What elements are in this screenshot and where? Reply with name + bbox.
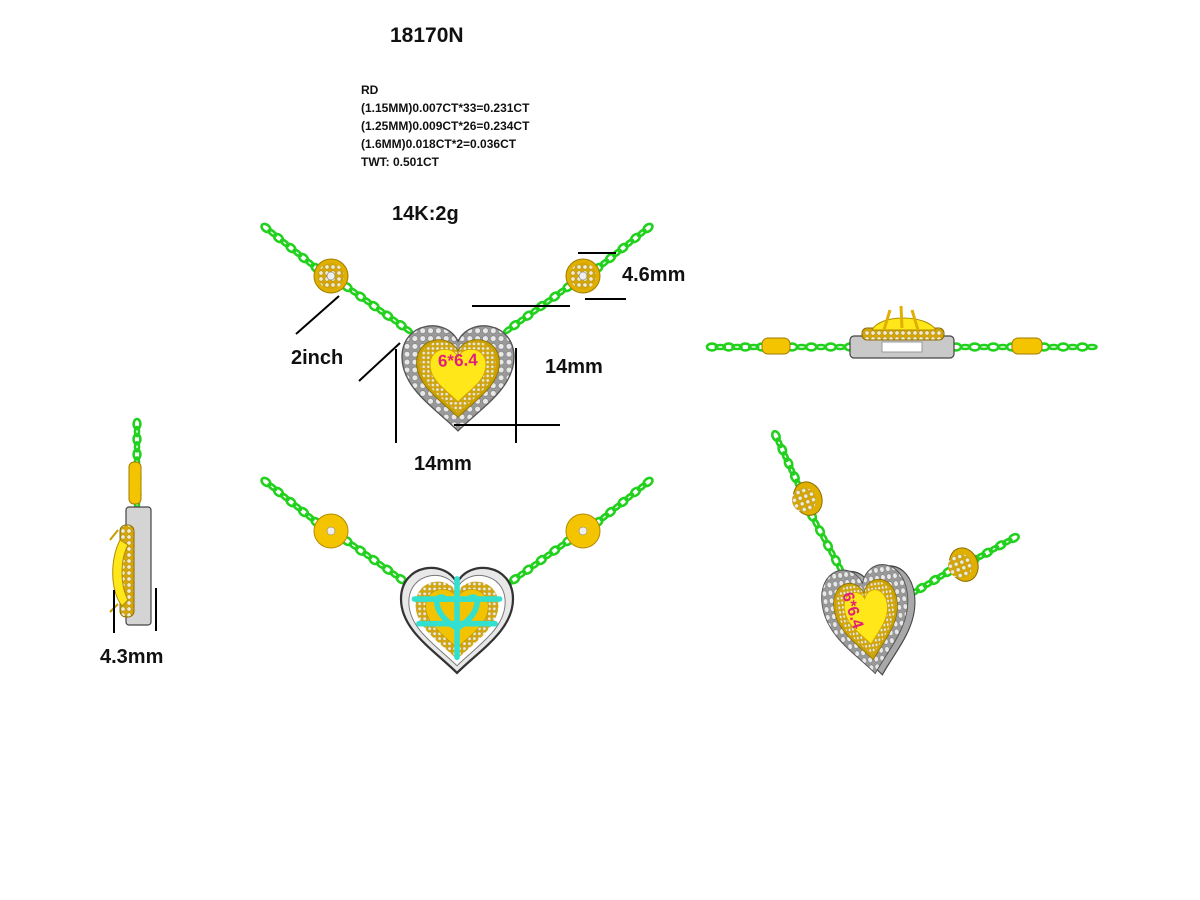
chain-link [1056, 342, 1070, 352]
chain-link [292, 502, 303, 512]
spec-cut: RD [361, 83, 379, 97]
chain-link [611, 248, 622, 258]
station-back-left [313, 513, 349, 549]
spec-line: (1.15MM)0.007CT*33=0.231CT [361, 101, 530, 115]
depth-label: 4.3mm [100, 646, 164, 668]
station-back-right [565, 513, 601, 549]
chain-link [604, 506, 617, 518]
heart-width-label: 14mm [414, 453, 472, 475]
chain-link [642, 222, 654, 234]
spec-total-weight: TWT: 0.501CT [361, 155, 440, 169]
chain-link [556, 541, 567, 551]
chain-link [642, 476, 654, 488]
chain-link [770, 429, 782, 443]
spec-line: (1.6MM)0.018CT*2=0.036CT [361, 137, 517, 151]
chain-link [132, 448, 142, 461]
chain-link [279, 492, 290, 502]
chain-link [824, 342, 838, 352]
model-number: 18170N [390, 24, 464, 47]
station-right [565, 258, 601, 294]
chain-link [915, 582, 928, 594]
chain-link [267, 228, 278, 238]
chain-link [988, 544, 1000, 554]
stone-size-label: 6*6.4 [438, 350, 479, 370]
heart-height-label: 14mm [545, 356, 603, 378]
chain-link [132, 432, 142, 446]
depth-dimension-lines [113, 588, 157, 633]
chain-link [617, 496, 629, 508]
chain-link [617, 242, 629, 254]
chain-link [636, 482, 647, 492]
chain-link [787, 464, 796, 476]
chain-link [781, 451, 790, 463]
chain-link [599, 512, 610, 522]
chain-link [789, 471, 800, 484]
chain-link [1047, 343, 1060, 351]
chain-link [815, 343, 827, 351]
chain-link [279, 238, 290, 248]
chain-link [783, 457, 794, 470]
chain-link [611, 502, 622, 512]
front-view: 6*6.4 [260, 222, 654, 443]
chain-link [516, 570, 527, 579]
heart-back [399, 566, 515, 675]
spec-line: (1.25MM)0.009CT*26=0.234CT [361, 119, 530, 133]
chain-link [132, 417, 142, 431]
chain-link [795, 343, 808, 351]
chain-link [1076, 342, 1089, 352]
metal-weight: 14K:2g [392, 203, 459, 225]
chain-link [629, 232, 642, 244]
station-left [313, 258, 349, 294]
top-view [705, 305, 1098, 359]
chain-link [804, 342, 818, 352]
chain-link [1008, 532, 1020, 544]
chain-link [928, 574, 941, 586]
chain-link [834, 343, 847, 351]
chain-link [304, 512, 315, 522]
stone-specs: RD (1.15MM)0.007CT*33=0.231CT (1.25MM)0.… [361, 81, 529, 171]
chain-link [133, 440, 141, 453]
perspective-view: 6*6.4 [770, 429, 1020, 682]
chain-link [636, 228, 647, 238]
side-view [109, 417, 157, 633]
chain-link [1086, 343, 1098, 351]
chain-link [936, 571, 947, 581]
chain-link [292, 248, 303, 258]
chain-link [604, 252, 617, 264]
chain-link [304, 258, 315, 268]
chain-link [133, 425, 141, 438]
station-diameter-label: 4.6mm [622, 264, 686, 286]
chain-top [705, 342, 1098, 352]
dimension-lines [295, 252, 626, 443]
chain-link [599, 258, 610, 268]
back-view [260, 476, 654, 675]
chain-distance-label: 2inch [291, 347, 344, 369]
chain-link [624, 492, 635, 502]
chain-link [516, 316, 527, 325]
chain-link [267, 482, 278, 492]
chain-link [981, 547, 994, 558]
chain-link [1067, 343, 1079, 351]
heart-pendant [401, 325, 515, 432]
chain-link [994, 540, 1007, 551]
chain-link [629, 486, 642, 498]
chain-link [556, 287, 567, 297]
chain-link [1001, 537, 1013, 546]
chain-link [624, 238, 635, 248]
chain-link [775, 437, 784, 449]
chain-back-right [502, 476, 654, 589]
chain-front-right [502, 222, 654, 335]
chain-link [922, 579, 934, 589]
chain-link [777, 443, 788, 456]
